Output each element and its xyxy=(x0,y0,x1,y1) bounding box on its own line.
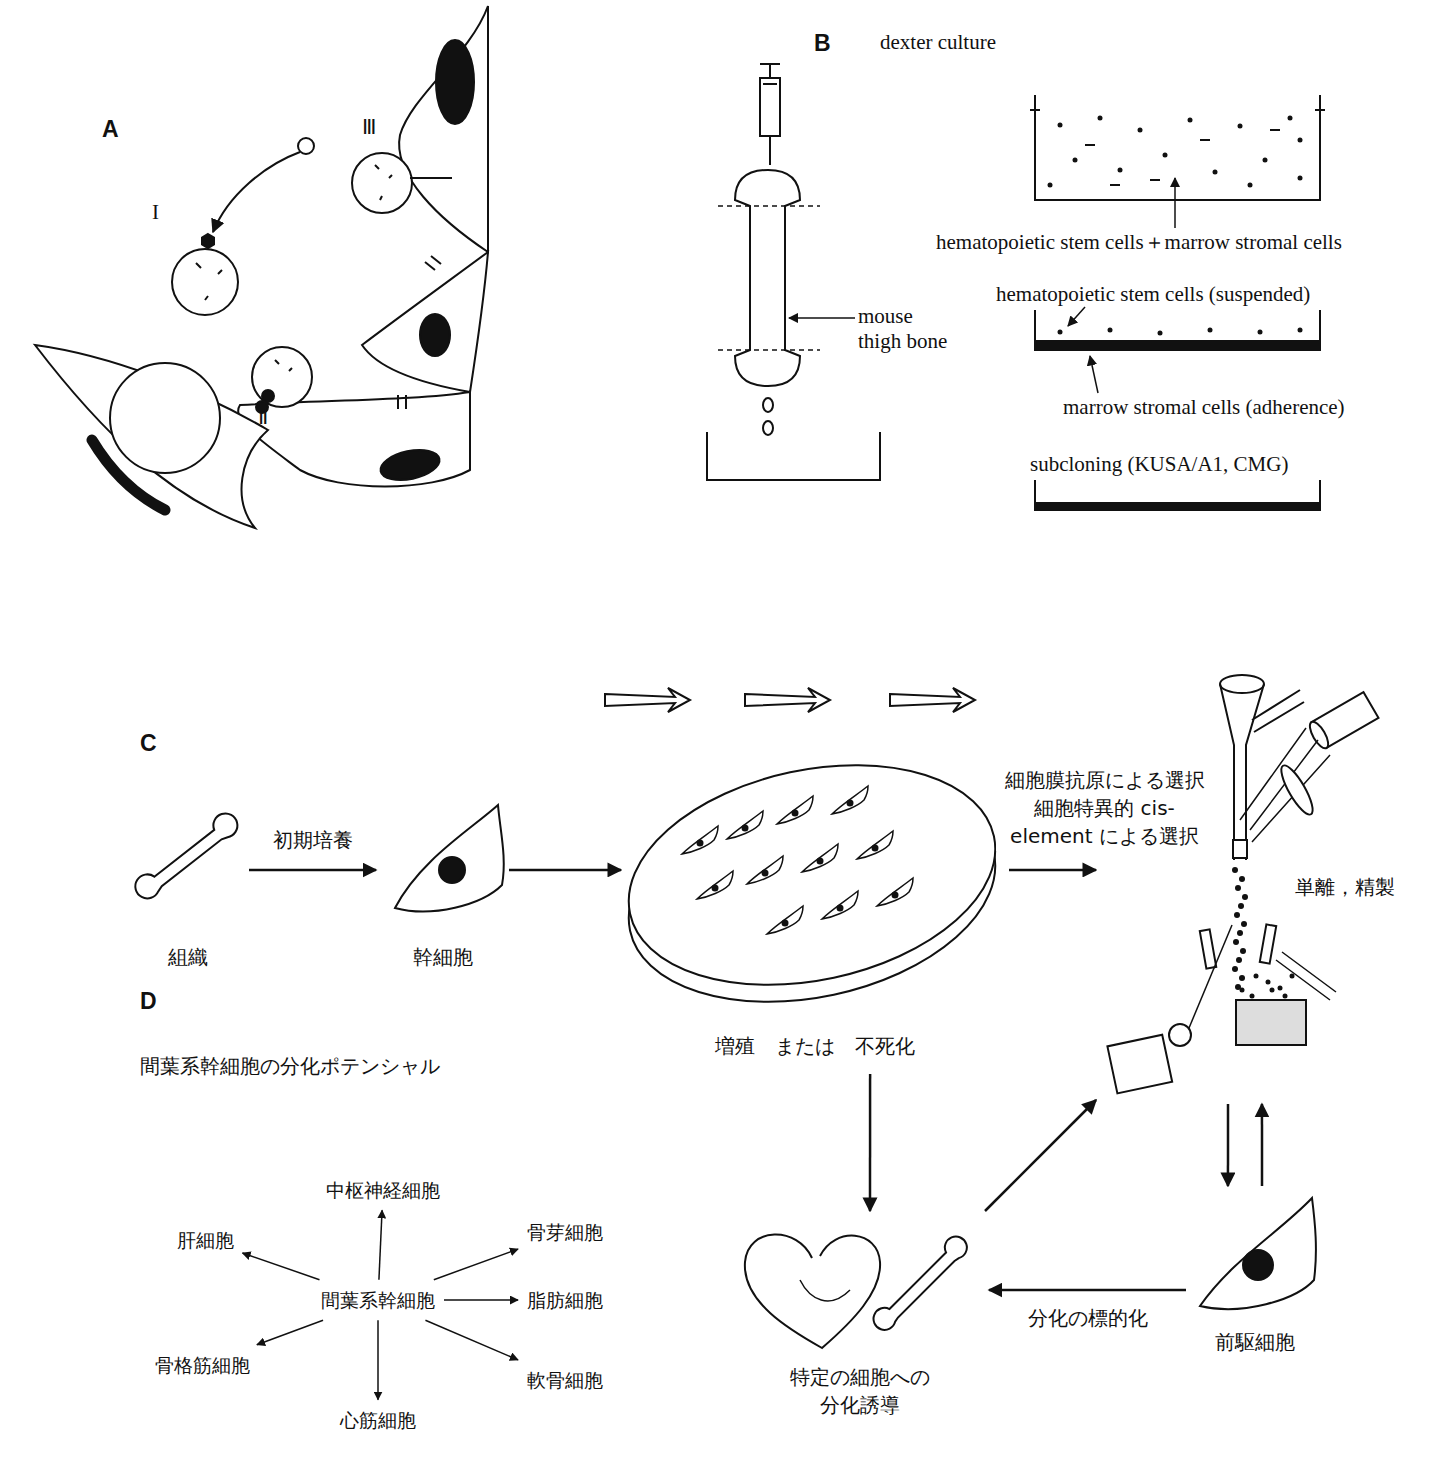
annotation: 間葉系幹細胞の分化ポテンシャル xyxy=(140,1052,440,1080)
stage-node: 増殖 または 不死化 xyxy=(625,770,1005,1070)
cell-type-node: 肝細胞 xyxy=(173,1225,238,1256)
node-label: 心筋細胞 xyxy=(340,1407,416,1434)
flow-arrow xyxy=(1227,1104,1230,1186)
cell-network xyxy=(35,6,488,528)
panel-letter: B xyxy=(814,30,831,57)
panel-letter: D xyxy=(140,988,157,1015)
annotation: dexter culture xyxy=(880,30,996,55)
flow-arrow xyxy=(434,1249,518,1280)
flow-arrow xyxy=(425,1320,518,1360)
node-label: 骨芽細胞 xyxy=(527,1219,603,1246)
node-label: 単離，精製 xyxy=(1295,873,1395,901)
node-label: 軟骨細胞 xyxy=(527,1367,603,1394)
flow-arrow xyxy=(243,1253,320,1280)
dexter-culture-illustration xyxy=(707,64,1325,510)
cell-type-node: 軟骨細胞 xyxy=(523,1365,607,1396)
node-label: 組織 xyxy=(130,943,245,971)
cell-type-node: 間葉系幹細胞 xyxy=(317,1285,439,1316)
stage-node: 前駆細胞 xyxy=(1190,1190,1320,1355)
node-label: 前駆細胞 xyxy=(1190,1328,1320,1356)
node-label: 幹細胞 xyxy=(380,943,505,971)
edge-label: 細胞膜抗原による選択 細胞特異的 cis-element による選択 xyxy=(996,765,1214,851)
stage-node: 特定の細胞への 分化誘導 xyxy=(735,1215,985,1430)
flow-arrow xyxy=(379,1210,382,1279)
flow-arrow xyxy=(989,1289,1186,1292)
flow-arrow xyxy=(1009,869,1096,872)
cell-type-node: 骨格筋細胞 xyxy=(151,1350,254,1381)
cell-type-node: 骨芽細胞 xyxy=(523,1217,607,1248)
flow-arrow xyxy=(377,1320,379,1399)
node-label: 肝細胞 xyxy=(177,1227,234,1254)
flow-arrow xyxy=(257,1320,323,1344)
edge-label: 分化の標的化 xyxy=(1020,1303,1156,1333)
annotation: Ⅱ xyxy=(258,405,268,430)
annotation: I xyxy=(152,200,159,225)
panel-letter: C xyxy=(140,730,157,757)
annotation: hematopoietic stem cells (suspended) xyxy=(996,282,1310,307)
cell-type-node: 心筋細胞 xyxy=(336,1405,420,1436)
flow-arrow xyxy=(509,869,621,872)
cell-type-node: 中枢神経細胞 xyxy=(322,1175,444,1206)
annotation: subcloning (KUSA/A1, CMG) xyxy=(1030,452,1288,477)
edge-label: 初期培養 xyxy=(255,825,371,855)
annotation: marrow stromal cells (adherence) xyxy=(1063,395,1345,420)
panel-letter: A xyxy=(102,116,119,143)
node-label: 増殖 または 不死化 xyxy=(625,1032,1005,1060)
flow-arrow xyxy=(869,1074,872,1211)
flow-arrow xyxy=(249,869,376,872)
node-label: 間葉系幹細胞 xyxy=(321,1287,435,1314)
stage-node: 単離，精製 xyxy=(1100,690,1395,1100)
flow-arrow xyxy=(985,1100,1096,1211)
stage-node: 幹細胞 xyxy=(380,790,505,990)
workflow-illustration xyxy=(130,675,1378,1348)
stage-node: 組織 xyxy=(130,800,245,975)
node-label: 脂肪細胞 xyxy=(527,1287,603,1314)
annotation: Ⅲ xyxy=(362,115,376,140)
flow-arrow xyxy=(444,1299,518,1301)
node-label: 中枢神経細胞 xyxy=(326,1177,440,1204)
flow-arrow xyxy=(1261,1104,1264,1186)
annotation: hematopoietic stem cells＋marrow stromal … xyxy=(936,230,1342,255)
annotation: mouse thigh bone xyxy=(858,304,954,354)
node-label: 骨格筋細胞 xyxy=(155,1352,250,1379)
cell-type-node: 脂肪細胞 xyxy=(523,1285,607,1316)
node-label: 特定の細胞への 分化誘導 xyxy=(785,1363,935,1419)
